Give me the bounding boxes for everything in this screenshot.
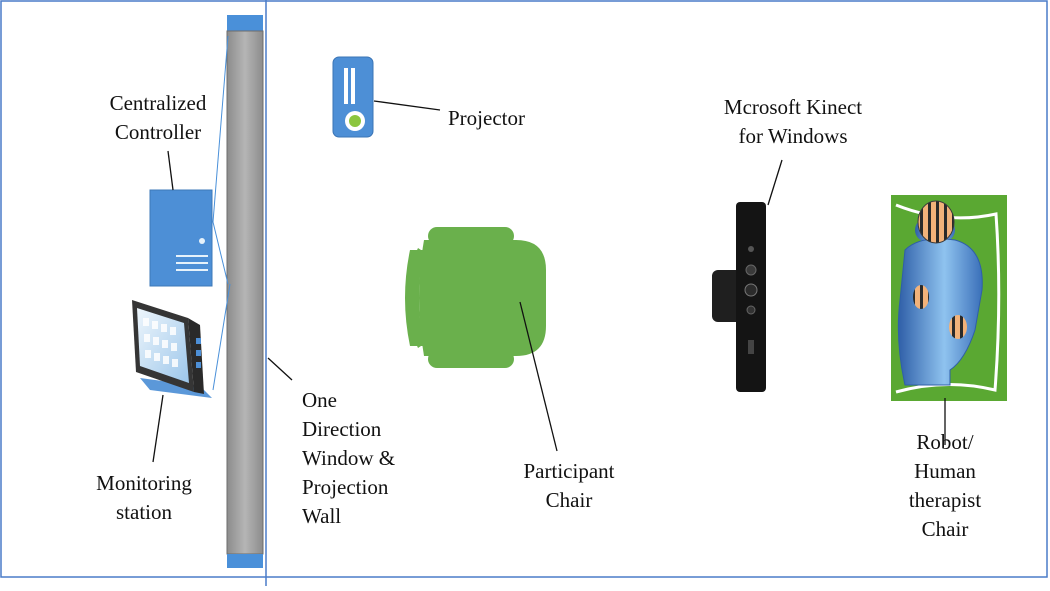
robot-therapist-line-2: Human <box>914 459 976 483</box>
participant-chair-label: Participant Chair <box>500 457 638 515</box>
robot-therapist-label: Robot/ Human therapist Chair <box>880 428 1010 544</box>
kinect-sensor-icon <box>712 202 766 392</box>
kinect-label-line-1: Mcrosoft Kinect <box>723 95 863 119</box>
wall-label-line-2: Direction <box>302 417 382 441</box>
centralized-controller-line-1: Centralized <box>109 91 207 115</box>
room-border <box>0 0 1048 578</box>
kinect-label-line-2: for Windows <box>738 124 848 148</box>
projector-label: Projector <box>448 104 525 133</box>
wall-label-line-4: Projection <box>302 475 389 499</box>
robot-therapist-chair-icon <box>891 195 1007 401</box>
robot-therapist-line-4: Chair <box>921 517 969 541</box>
centralized-controller-line-2: Controller <box>114 120 202 144</box>
projector-icon <box>332 56 374 138</box>
wall-label: One Direction Window & Projection Wall <box>302 386 395 531</box>
participant-chair-line-2: Chair <box>545 488 593 512</box>
robot-therapist-line-3: therapist <box>908 488 982 512</box>
leader-lines <box>152 100 946 463</box>
participant-chair-icon <box>405 227 546 368</box>
cables <box>212 35 231 391</box>
wall-label-line-5: Wall <box>302 504 342 528</box>
projector-label-text: Projector <box>448 106 525 130</box>
projection-wall <box>226 15 264 568</box>
controller-computer-icon <box>149 189 213 287</box>
participant-chair-line-1: Participant <box>523 459 615 483</box>
wall-label-line-1: One <box>302 388 337 412</box>
kinect-label: Mcrosoft Kinect for Windows <box>703 93 883 151</box>
centralized-controller-label: Centralized Controller <box>86 89 230 147</box>
monitoring-station-icon <box>132 300 212 398</box>
wall-label-line-3: Window & <box>302 446 396 470</box>
monitoring-station-line-2: station <box>116 500 172 524</box>
robot-therapist-line-1: Robot/ <box>916 430 974 454</box>
monitoring-station-label: Monitoring station <box>76 469 212 527</box>
monitoring-station-line-1: Monitoring <box>96 471 192 495</box>
